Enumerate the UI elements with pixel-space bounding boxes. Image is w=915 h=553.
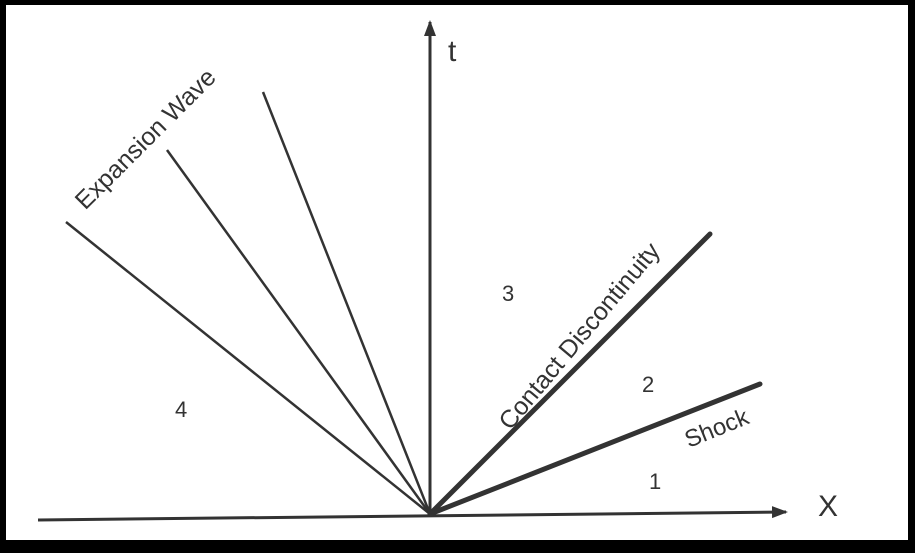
wave-diagram bbox=[37, 20, 788, 522]
contact-discontinuity-line bbox=[427, 231, 713, 517]
expansion-wave-line-1 bbox=[65, 221, 431, 515]
region-1-label: 1 bbox=[649, 469, 662, 494]
expansion-wave-line-3 bbox=[261, 91, 432, 515]
region-4-label: 4 bbox=[175, 397, 188, 422]
x-axis-label: X bbox=[818, 490, 839, 523]
x-axis bbox=[37, 506, 788, 522]
shock-line bbox=[427, 381, 763, 517]
expansion-wave-line-2 bbox=[165, 149, 432, 515]
region-3-label: 3 bbox=[502, 281, 515, 306]
t-axis-label: t bbox=[448, 35, 457, 68]
diagram-canvas: Expansion Wave Contact Discontinuity Sho… bbox=[6, 5, 908, 540]
region-2-label: 2 bbox=[642, 372, 655, 397]
